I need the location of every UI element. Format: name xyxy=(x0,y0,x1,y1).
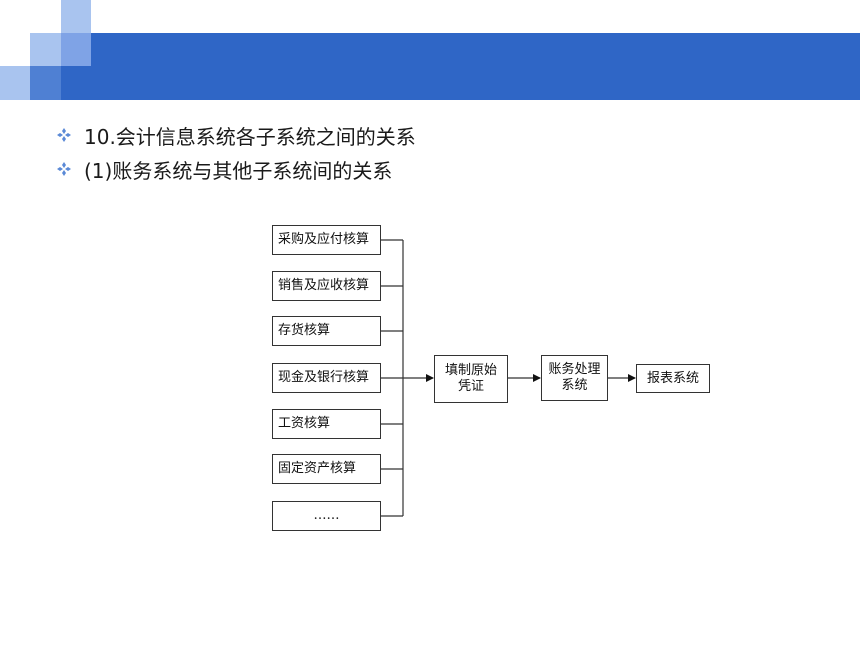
header-deco-square xyxy=(0,66,30,100)
source-node-label: 工资核算 xyxy=(278,416,331,431)
bullet-text: 10.会计信息系统各子系统之间的关系 xyxy=(84,124,416,149)
voucher-node-line2: 凭证 xyxy=(457,379,484,394)
source-node-inventory: 存货核算 xyxy=(272,316,381,346)
header-deco-square xyxy=(61,33,91,66)
header-deco-square xyxy=(30,33,61,66)
bullet-list: 10.会计信息系统各子系统之间的关系 (1)账务系统与其他子系统间的关系 xyxy=(56,118,416,186)
bullet-item: 10.会计信息系统各子系统之间的关系 xyxy=(56,118,416,152)
diamond-bullet-icon xyxy=(57,128,71,142)
diamond-bullet-icon xyxy=(57,162,71,176)
source-node-label: 存货核算 xyxy=(278,323,331,338)
source-node-ellipsis: …… xyxy=(272,501,381,531)
source-node-payroll: 工资核算 xyxy=(272,409,381,439)
report-node: 报表系统 xyxy=(636,364,710,393)
source-node-label: …… xyxy=(313,508,340,523)
source-node-label: 固定资产核算 xyxy=(278,461,357,476)
source-node-label: 销售及应收核算 xyxy=(278,278,370,293)
source-node-label: 现金及银行核算 xyxy=(278,370,370,385)
ledger-node-line1: 账务处理 xyxy=(548,362,601,377)
source-node-label: 采购及应付核算 xyxy=(278,232,370,247)
source-node-fixed-assets: 固定资产核算 xyxy=(272,454,381,484)
ledger-node-line2: 系统 xyxy=(561,378,588,393)
report-node-label: 报表系统 xyxy=(646,370,699,386)
source-node-sales: 销售及应收核算 xyxy=(272,271,381,301)
header-band xyxy=(61,33,860,100)
header-deco-square xyxy=(30,66,61,100)
source-node-cash-bank: 现金及银行核算 xyxy=(272,363,381,393)
ledger-node: 账务处理 系统 xyxy=(541,355,608,401)
voucher-node-line1: 填制原始 xyxy=(444,363,497,378)
header-deco-square xyxy=(61,0,91,33)
voucher-node: 填制原始 凭证 xyxy=(434,355,508,403)
source-node-purchase: 采购及应付核算 xyxy=(272,225,381,255)
bullet-text: (1)账务系统与其他子系统间的关系 xyxy=(84,158,393,183)
bullet-item: (1)账务系统与其他子系统间的关系 xyxy=(56,152,416,186)
